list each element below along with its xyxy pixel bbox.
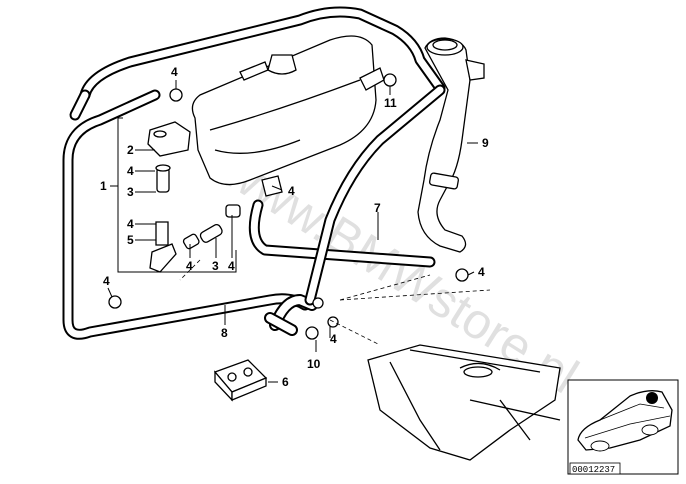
callout-4-bottomleft: 4 [103, 274, 110, 288]
callout-10: 10 [307, 357, 321, 371]
expansion-tank [191, 35, 385, 186]
callout-4-mid2: 4 [228, 259, 235, 273]
callout-6: 6 [282, 375, 289, 389]
reference-dashes [179, 259, 491, 346]
callout-2: 2 [127, 143, 134, 157]
callout-4-upperright: 4 [288, 184, 295, 198]
callout-3a: 3 [127, 185, 134, 199]
callout-8: 8 [221, 326, 228, 340]
callout-7: 7 [374, 201, 381, 215]
callout-5: 5 [127, 233, 134, 247]
fuel-tank [367, 344, 561, 461]
hose-7 [248, 84, 446, 306]
callout-4-right: 4 [478, 265, 485, 279]
callout-4-left: 4 [127, 164, 134, 178]
hose-8 [264, 294, 318, 336]
callout-4-left2: 4 [127, 217, 134, 231]
hose-clamps [108, 73, 469, 340]
leader-lines [107, 80, 478, 383]
filler-neck-9 [417, 37, 485, 253]
rubber-grommet-6 [213, 359, 268, 402]
callout-4-bottom: 4 [330, 332, 337, 346]
small-hoses [182, 175, 283, 250]
valve-2 [147, 121, 191, 273]
callout-labels: 1 2 4 3 4 5 4 3 4 4 4 4 9 7 4 8 4 10 11 … [100, 65, 489, 389]
assembly-1-bracket [110, 117, 237, 273]
locator-dot [646, 392, 658, 404]
diagram-ref-number: 00012237 [572, 465, 615, 475]
callout-11: 11 [384, 96, 397, 110]
callout-1: 1 [100, 179, 107, 193]
callout-4-top: 4 [171, 65, 178, 79]
vehicle-locator-inset: 00012237 [567, 379, 679, 475]
callout-9: 9 [482, 136, 489, 150]
callout-3b: 3 [212, 259, 219, 273]
callout-4-mid: 4 [186, 259, 193, 273]
